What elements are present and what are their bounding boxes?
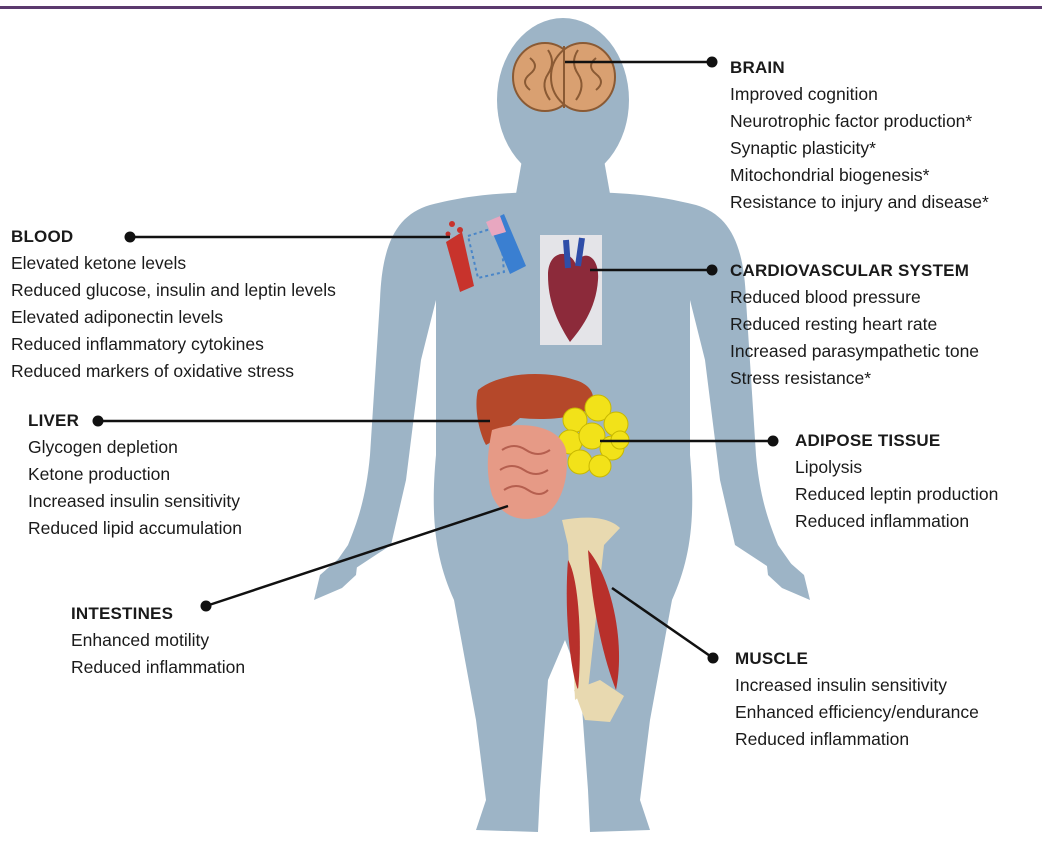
blood-item: Reduced glucose, insulin and leptin leve…: [11, 277, 336, 304]
brain-item: Resistance to injury and disease*: [730, 189, 989, 216]
adipose-item: Lipolysis: [795, 454, 998, 481]
brain-icon: [513, 43, 615, 111]
intestines-item: Enhanced motility: [71, 627, 245, 654]
intestines-callout: INTESTINES Enhanced motility Reduced inf…: [71, 603, 245, 681]
liver-title: LIVER: [28, 410, 242, 432]
cardiovascular-item: Reduced blood pressure: [730, 284, 979, 311]
cardiovascular-callout: CARDIOVASCULAR SYSTEM Reduced blood pres…: [730, 260, 979, 392]
liver-item: Glycogen depletion: [28, 434, 242, 461]
adipose-title: ADIPOSE TISSUE: [795, 430, 998, 452]
muscle-title: MUSCLE: [735, 648, 979, 670]
brain-callout: BRAIN Improved cognition Neurotrophic fa…: [730, 57, 989, 216]
brain-item: Mitochondrial biogenesis*: [730, 162, 989, 189]
blood-item: Elevated ketone levels: [11, 250, 336, 277]
liver-item: Increased insulin sensitivity: [28, 488, 242, 515]
cardiovascular-item: Increased parasympathetic tone: [730, 338, 979, 365]
brain-item: Neurotrophic factor production*: [730, 108, 989, 135]
blood-item: Reduced markers of oxidative stress: [11, 358, 336, 385]
intestines-title: INTESTINES: [71, 603, 245, 625]
adipose-item: Reduced leptin production: [795, 481, 998, 508]
brain-title: BRAIN: [730, 57, 989, 79]
brain-item: Improved cognition: [730, 81, 989, 108]
adipose-callout: ADIPOSE TISSUE Lipolysis Reduced leptin …: [795, 430, 998, 535]
blood-title: BLOOD: [11, 226, 336, 248]
adipose-item: Reduced inflammation: [795, 508, 998, 535]
cardiovascular-item: Stress resistance*: [730, 365, 979, 392]
heart-icon: [540, 235, 602, 345]
cardiovascular-title: CARDIOVASCULAR SYSTEM: [730, 260, 979, 282]
liver-callout: LIVER Glycogen depletion Ketone producti…: [28, 410, 242, 542]
muscle-callout: MUSCLE Increased insulin sensitivity Enh…: [735, 648, 979, 753]
intestines-item: Reduced inflammation: [71, 654, 245, 681]
blood-item: Elevated adiponectin levels: [11, 304, 336, 331]
muscle-item: Enhanced efficiency/endurance: [735, 699, 979, 726]
liver-item: Reduced lipid accumulation: [28, 515, 242, 542]
muscle-item: Increased insulin sensitivity: [735, 672, 979, 699]
blood-item: Reduced inflammatory cytokines: [11, 331, 336, 358]
intestines-icon: [488, 425, 567, 519]
muscle-item: Reduced inflammation: [735, 726, 979, 753]
liver-item: Ketone production: [28, 461, 242, 488]
brain-item: Synaptic plasticity*: [730, 135, 989, 162]
cardiovascular-item: Reduced resting heart rate: [730, 311, 979, 338]
blood-callout: BLOOD Elevated ketone levels Reduced glu…: [11, 226, 336, 385]
